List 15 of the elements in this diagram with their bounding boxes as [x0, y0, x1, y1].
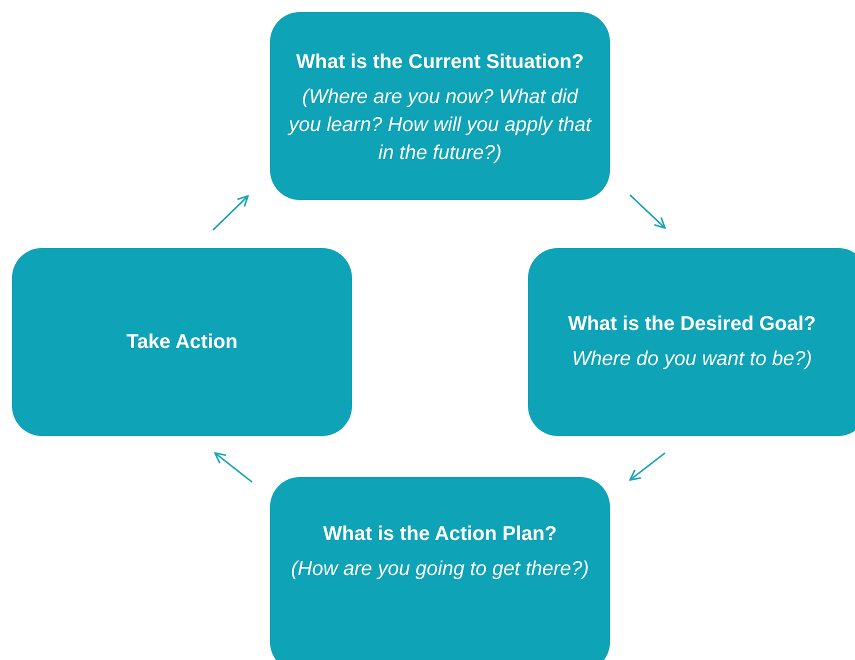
arrow: [212, 195, 249, 231]
arrow: [214, 452, 252, 483]
arrow: [629, 194, 666, 229]
box-description: Where do you want to be?): [572, 347, 812, 372]
process-box: [12, 248, 352, 436]
process-box: [270, 477, 610, 660]
box-description: (Where are you now? What did you learn? How will you apply that in the future?): [288, 85, 592, 166]
box-heading: What is the Desired Goal?: [568, 312, 816, 337]
box-description: (How are you going to get there?): [291, 557, 589, 582]
process-box: [270, 12, 610, 200]
arrow: [629, 452, 666, 481]
process-box: [528, 248, 855, 436]
box-heading: Take Action: [126, 330, 238, 355]
box-heading: What is the Action Plan?: [323, 522, 557, 547]
box-heading: What is the Current Situation?: [296, 50, 584, 75]
